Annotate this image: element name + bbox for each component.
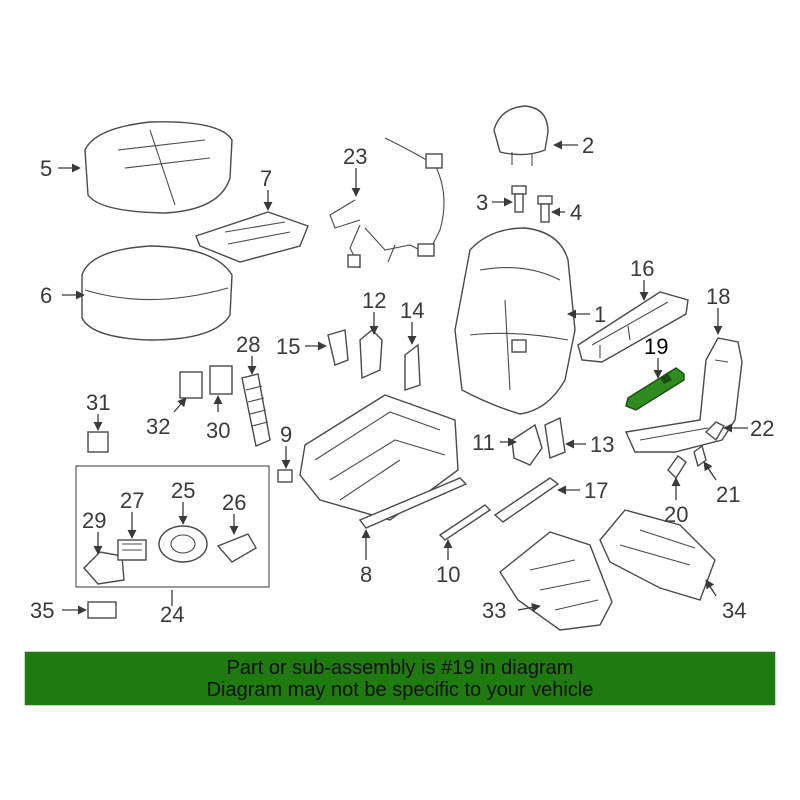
part-1-seat-back[interactable] (454, 227, 576, 415)
part-number-labels: 5 6 7 23 2 3 4 1 16 18 19 22 20 21 15 12… (30, 133, 774, 627)
label-11: 11 (472, 430, 495, 455)
part-30-duct[interactable] (209, 365, 233, 395)
label-29: 29 (82, 508, 106, 533)
part-28-hose[interactable] (241, 373, 271, 447)
part-16-side-bar[interactable] (577, 291, 689, 363)
part-35-switch[interactable] (87, 601, 117, 619)
label-8: 8 (360, 562, 372, 587)
part-27-connector[interactable] (117, 539, 147, 561)
part-26-bracket[interactable] (216, 533, 257, 563)
label-31: 31 (86, 390, 110, 415)
info-banner: Part or sub-assembly is #19 in diagram D… (24, 651, 776, 706)
label-20: 20 (664, 502, 688, 527)
part-11-bracket[interactable] (511, 423, 543, 466)
label-4: 4 (570, 200, 582, 225)
label-1: 1 (594, 302, 606, 327)
label-30: 30 (206, 418, 230, 443)
part-5-seat-cover[interactable] (84, 121, 233, 214)
label-28: 28 (236, 332, 260, 357)
part-24-group-box[interactable] (75, 465, 270, 588)
label-10: 10 (436, 562, 460, 587)
part-25-motor[interactable] (158, 525, 208, 563)
part-15-trim[interactable] (327, 329, 349, 366)
label-16: 16 (630, 256, 654, 281)
part-7-pad-sheet[interactable] (195, 211, 309, 263)
label-33: 33 (482, 598, 506, 623)
part-10-rail[interactable] (438, 504, 492, 541)
label-3: 3 (476, 190, 488, 215)
label-7: 7 (260, 166, 272, 191)
banner-line-1: Part or sub-assembly is #19 in diagram (226, 657, 574, 679)
label-21: 21 (716, 482, 740, 507)
part-14-trim[interactable] (404, 343, 421, 391)
label-18: 18 (706, 284, 730, 309)
part-4-headrest-guide[interactable] (537, 195, 553, 223)
label-2: 2 (582, 133, 594, 158)
label-27: 27 (120, 488, 144, 513)
leader-lines (58, 140, 748, 615)
part-21-small-cover[interactable] (693, 444, 707, 468)
label-6: 6 (40, 283, 52, 308)
part-20-small-cover[interactable] (667, 455, 687, 480)
label-32: 32 (146, 414, 170, 439)
part-32-duct[interactable] (179, 371, 203, 399)
part-6-seat-cushion[interactable] (81, 245, 233, 341)
part-19-highlighted-switch[interactable] (625, 367, 685, 411)
label-23: 23 (343, 144, 367, 169)
part-2-headrest[interactable] (493, 105, 549, 166)
label-19-highlighted: 19 (644, 334, 668, 359)
part-17-rail[interactable] (493, 477, 560, 523)
part-3-headrest-guide[interactable] (511, 185, 527, 213)
label-34: 34 (722, 598, 746, 623)
label-24: 24 (160, 602, 184, 627)
label-26: 26 (222, 490, 246, 515)
part-8-seat-frame[interactable] (299, 394, 468, 529)
label-35: 35 (30, 598, 54, 623)
part-9-cap[interactable] (277, 469, 293, 483)
part-18-side-shield[interactable] (624, 337, 743, 453)
banner-line-2: Diagram may not be specific to your vehi… (206, 679, 594, 701)
label-9: 9 (280, 422, 292, 447)
part-23-wire-harness[interactable] (329, 137, 445, 269)
label-25: 25 (171, 478, 195, 503)
part-33-bottom-plate[interactable] (499, 531, 613, 631)
part-12-trim[interactable] (359, 329, 383, 380)
label-12: 12 (362, 288, 386, 313)
label-15: 15 (276, 334, 300, 359)
part-34-rear-cover[interactable] (599, 509, 716, 601)
label-14: 14 (400, 298, 424, 323)
label-5: 5 (40, 156, 52, 181)
label-17: 17 (584, 478, 608, 503)
part-31-knob[interactable] (87, 431, 109, 453)
label-13: 13 (590, 432, 614, 457)
part-13-bracket[interactable] (544, 416, 566, 459)
label-22: 22 (750, 416, 774, 441)
